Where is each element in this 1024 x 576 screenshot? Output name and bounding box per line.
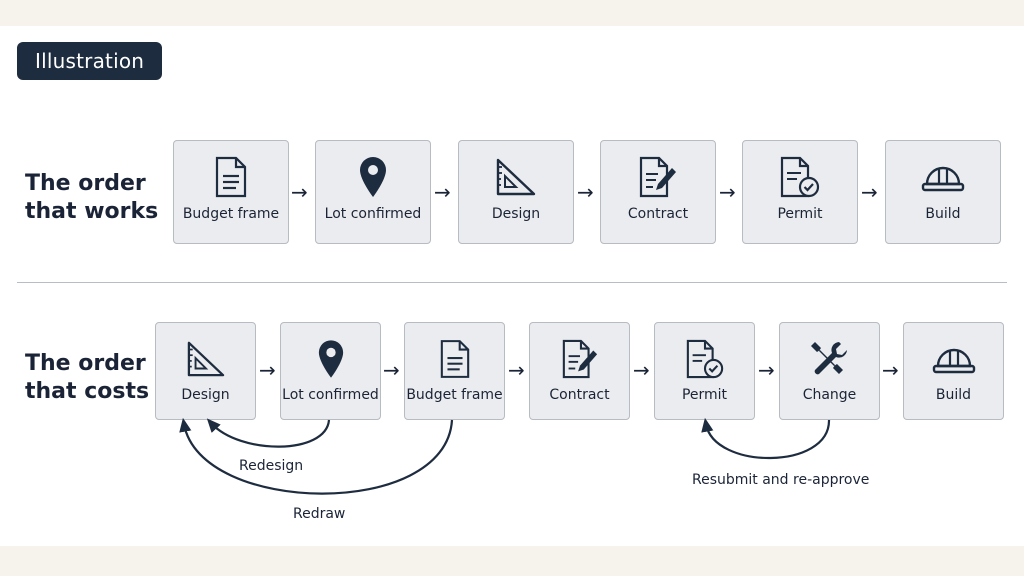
step-budget-frame: Budget frame <box>404 322 505 420</box>
row-title-line: that works <box>25 199 159 224</box>
step-contract: Contract <box>529 322 630 420</box>
permit-check-icon <box>685 337 725 381</box>
step-label: Contract <box>627 206 689 222</box>
contract-pen-icon <box>638 155 678 199</box>
flow-arrow: → <box>508 358 525 382</box>
hard-hat-icon <box>932 337 976 381</box>
location-pin-icon <box>358 155 388 199</box>
feedback-label-redesign: Redesign <box>239 458 304 474</box>
flow-arrow: → <box>291 180 308 204</box>
permit-check-icon <box>779 155 821 199</box>
flow-arrow: → <box>882 358 899 382</box>
triangle-ruler-icon <box>495 155 537 199</box>
step-label: Build <box>935 387 972 403</box>
diagram-canvas <box>0 26 1024 546</box>
step-permit: Permit <box>742 140 858 244</box>
hard-hat-icon <box>921 155 965 199</box>
step-label: Budget frame <box>182 206 280 222</box>
location-pin-icon <box>317 337 345 381</box>
step-label: Build <box>925 206 961 222</box>
row-title-line: The order <box>25 171 146 196</box>
contract-pen-icon <box>561 337 599 381</box>
flow-arrow: → <box>633 358 650 382</box>
step-design: Design <box>155 322 256 420</box>
flow-arrow: → <box>434 180 451 204</box>
feedback-label-redraw: Redraw <box>293 506 346 522</box>
flow-arrow: → <box>758 358 775 382</box>
step-label: Permit <box>777 206 823 222</box>
step-label: Lot confirmed <box>282 387 379 403</box>
step-label: Design <box>181 387 230 403</box>
triangle-ruler-icon <box>186 337 226 381</box>
row-title-works: The order that works <box>25 170 158 226</box>
step-label: Design <box>491 206 541 222</box>
step-design: Design <box>458 140 574 244</box>
document-icon <box>214 155 248 199</box>
step-label: Contract <box>549 387 610 403</box>
tools-icon <box>809 337 851 381</box>
resubmit-arrow <box>701 417 831 460</box>
step-build: Build <box>903 322 1004 420</box>
row-title-costs: The order that costs <box>25 350 149 406</box>
document-icon <box>439 337 471 381</box>
feedback-label-resubmit: Resubmit and re-approve <box>692 472 870 488</box>
illustration-tag: Illustration <box>17 42 163 80</box>
redesign-arrow <box>206 418 331 448</box>
step-lot-confirmed: Lot confirmed <box>315 140 431 244</box>
step-permit: Permit <box>654 322 755 420</box>
flow-arrow: → <box>259 358 276 382</box>
flow-arrow: → <box>719 180 736 204</box>
step-label: Permit <box>681 387 728 403</box>
step-lot-confirmed: Lot confirmed <box>280 322 381 420</box>
flow-arrow: → <box>861 180 878 204</box>
row-title-line: that costs <box>25 379 150 404</box>
flow-arrow: → <box>383 358 400 382</box>
row-title-line: The order <box>25 351 146 376</box>
step-change: Change <box>779 322 880 420</box>
step-label: Change <box>802 387 857 403</box>
step-build: Build <box>885 140 1001 244</box>
step-label: Budget frame <box>406 387 503 403</box>
redraw-arrow <box>179 417 454 495</box>
step-budget-frame: Budget frame <box>173 140 289 244</box>
step-contract: Contract <box>600 140 716 244</box>
step-label: Lot confirmed <box>324 206 422 222</box>
flow-arrow: → <box>577 180 594 204</box>
section-divider <box>17 282 1007 283</box>
